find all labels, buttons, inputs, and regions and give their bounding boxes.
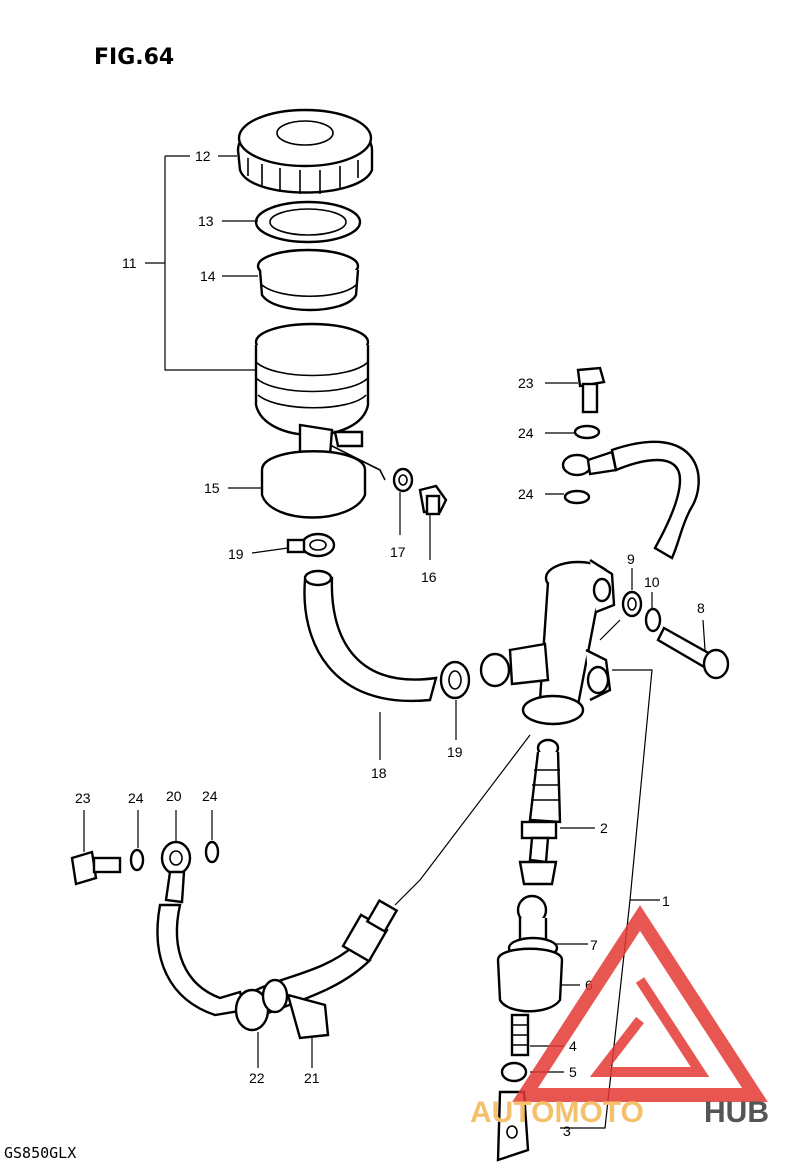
- reservoir-band: [260, 444, 386, 519]
- leader-lines: [83, 155, 706, 1129]
- callout-19-upper: 19: [228, 546, 244, 562]
- washer-10: [644, 607, 662, 633]
- callout-9: 9: [627, 551, 635, 567]
- callout-19-lower: 19: [447, 744, 463, 760]
- hose-clamp-21: [286, 993, 330, 1040]
- callout-18: 18: [371, 765, 387, 781]
- callout-16: 16: [421, 569, 437, 585]
- callout-4: 4: [569, 1038, 577, 1054]
- callout-23-lower: 23: [75, 790, 91, 806]
- washer-24-right: [204, 840, 220, 864]
- callout-11: 11: [122, 255, 137, 271]
- hose-upper: [610, 440, 700, 560]
- callout-20: 20: [166, 788, 182, 804]
- callout-labels: 1 2 3 4 5 6 7 8 9 10 11 12 13 14 15 16 1…: [75, 148, 705, 1139]
- master-cylinder-body: [479, 558, 616, 726]
- callout-8: 8: [697, 600, 705, 616]
- reservoir-diaphragm: [256, 248, 360, 312]
- reservoir-body: [254, 322, 370, 457]
- hose-18: [303, 569, 438, 703]
- callout-21: 21: [304, 1070, 320, 1086]
- callout-24-b: 24: [518, 486, 534, 502]
- reservoir-plate: [254, 200, 362, 244]
- callout-13: 13: [198, 213, 214, 229]
- bolt-23-lower: [70, 850, 122, 886]
- clamp-19-upper: [286, 532, 336, 558]
- callout-2: 2: [600, 820, 608, 836]
- model-label: GS850GLX: [4, 1144, 76, 1162]
- hose-fitting-22: [234, 978, 289, 1032]
- bolt-16: [418, 484, 448, 516]
- washer-24-lower: [563, 489, 591, 505]
- washer-17: [392, 467, 414, 493]
- rod-4: [510, 1013, 530, 1057]
- callout-15: 15: [204, 480, 220, 496]
- callout-22: 22: [249, 1070, 265, 1086]
- banjo-fitting-upper: [561, 450, 618, 477]
- figure-title: FIG.64: [94, 45, 174, 70]
- callout-3: 3: [563, 1123, 571, 1139]
- banjo-fitting-lower: [160, 840, 192, 904]
- callout-24-c: 24: [128, 790, 144, 806]
- callout-1: 1: [662, 893, 670, 909]
- push-rod-2: [518, 738, 562, 886]
- clamp-19-lower: [439, 660, 471, 700]
- washer-24-left: [129, 848, 145, 872]
- washer-24-upper: [573, 424, 601, 440]
- reservoir-cap: [236, 108, 374, 194]
- bolt-23-upper: [576, 366, 606, 414]
- callout-7: 7: [590, 937, 598, 953]
- callout-23-upper: 23: [518, 375, 534, 391]
- clevis-3: [496, 1090, 530, 1162]
- callout-14: 14: [200, 268, 216, 284]
- watermark-brand-right: HUB: [704, 1096, 769, 1129]
- bolt-8: [656, 626, 730, 680]
- watermark-logo: [512, 905, 768, 1102]
- callout-24-d: 24: [202, 788, 218, 804]
- boot-6: [496, 947, 564, 1013]
- washer-9: [621, 590, 643, 618]
- callout-17: 17: [390, 544, 406, 560]
- callout-12: 12: [195, 148, 211, 164]
- watermark-brand-left: AUTOMOTO: [470, 1096, 644, 1129]
- callout-24-a: 24: [518, 425, 534, 441]
- callout-5: 5: [569, 1064, 577, 1080]
- nut-5: [500, 1061, 528, 1083]
- callout-10: 10: [644, 574, 660, 590]
